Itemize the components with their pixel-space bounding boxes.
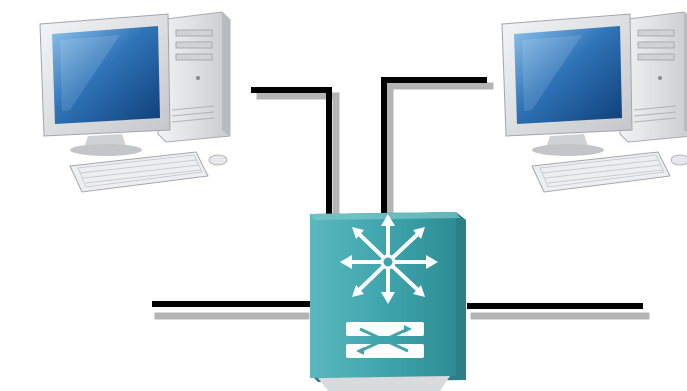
computer-left-icon	[40, 12, 230, 192]
cable-right-pc-to-switch	[384, 80, 484, 212]
multilayer-switch-icon	[310, 212, 466, 391]
computer-right-icon	[502, 12, 687, 192]
cable-left-pc-to-switch	[254, 90, 329, 212]
